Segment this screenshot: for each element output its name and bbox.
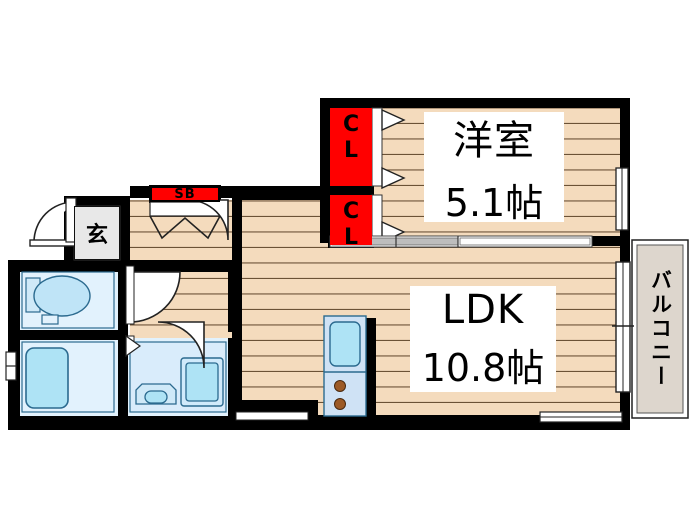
balcony-label-box: バルコニー <box>637 245 683 413</box>
entrance-label: 玄 <box>74 206 120 260</box>
shoe-box-label: SB <box>150 186 220 202</box>
stove-burner-icon <box>334 398 346 410</box>
door-openings <box>129 199 229 369</box>
closet-upper-text: CL <box>338 112 364 164</box>
balcony-name: バルコニー <box>648 269 673 389</box>
bathtub-icon <box>25 347 69 409</box>
stove-burner-icon <box>334 380 346 392</box>
ldk-name: LDK <box>441 286 525 333</box>
bedroom-label-box: 洋室 5.1帖 <box>424 112 564 225</box>
balcony-area <box>631 239 689 419</box>
ldk-size: 10.8帖 <box>421 345 545 390</box>
doorway-gaps <box>125 265 142 358</box>
window-group <box>235 167 634 423</box>
kitchen-group <box>323 315 367 417</box>
closet-upper-label: CL <box>330 108 372 186</box>
bedroom-sliding-door-group <box>329 235 593 248</box>
ldk-label-box: LDK 10.8帖 <box>410 286 556 392</box>
toilet-fixture-group <box>21 271 115 329</box>
closet-lower-text: CL <box>338 199 364 251</box>
kitchen-sink-icon <box>329 321 361 367</box>
bedroom-size: 5.1帖 <box>444 180 544 225</box>
closet-lower-label: CL <box>330 195 372 251</box>
bathroom-fixture-group <box>5 341 115 413</box>
washroom-fixture-group <box>129 341 227 413</box>
bedroom-name: 洋室 <box>453 117 535 164</box>
